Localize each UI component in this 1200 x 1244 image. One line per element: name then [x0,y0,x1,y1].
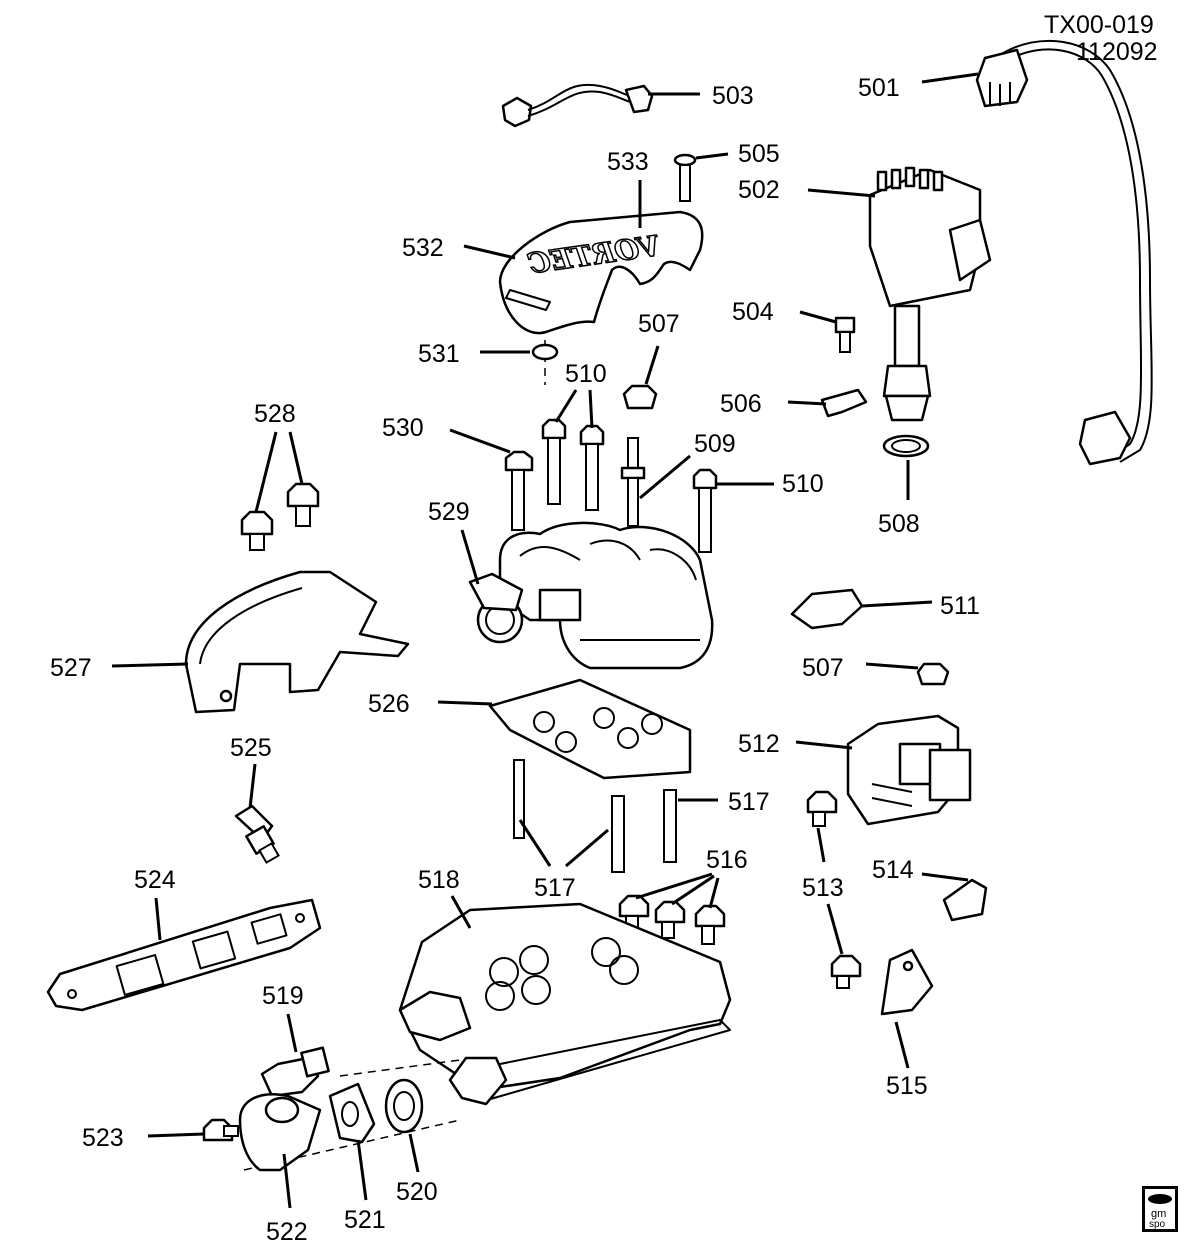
part-514-clip [921,872,988,922]
part-526-gasket [437,678,692,780]
callout-502: 502 [738,176,780,204]
callout-522: 522 [266,1218,308,1244]
callout-517-center: 517 [534,874,576,902]
emblem-spo-text: spo [1149,1219,1166,1230]
callout-518: 518 [418,866,460,894]
callout-505: 505 [738,140,780,168]
part-512-ignition-coil [795,714,972,826]
callout-503: 503 [712,82,754,110]
part-504-bolt [799,310,856,353]
callout-514: 514 [872,856,914,884]
callout-504: 504 [732,298,774,326]
part-515-bracket [880,948,934,1069]
callout-530: 530 [382,414,424,442]
part-503-plug-wire [501,83,700,128]
part-528-bolts [240,431,320,551]
part-513-bolt [806,790,862,989]
emblem-gm-text: gm [1151,1208,1166,1220]
part-502-distributor [807,166,992,422]
callout-533: 533 [607,148,649,176]
callout-531: 531 [418,340,460,368]
callout-529: 529 [428,498,470,526]
gm-spo-emblem: gm spo [1142,1186,1178,1232]
callout-523: 523 [82,1124,124,1152]
callout-524: 524 [134,866,176,894]
callout-512: 512 [738,730,780,758]
part-507-nut-lower [865,662,950,686]
part-509-stud [620,437,691,527]
part-510-bolts-pair [541,389,605,511]
part-520-thermostat [384,1078,424,1173]
callout-510-upper: 510 [565,360,607,388]
part-525-sensor [234,763,280,864]
callout-506: 506 [720,390,762,418]
callout-507-upper: 507 [638,310,680,338]
part-519-sensor [260,1013,330,1098]
part-529-upper-intake [460,521,714,670]
part-516-bolts [618,872,726,945]
part-518-lower-intake [398,895,732,1106]
callout-501: 501 [858,74,900,102]
callout-519: 519 [262,982,304,1010]
part-511-bracket [790,588,933,630]
part-508-gasket [882,434,930,500]
callout-520: 520 [396,1178,438,1206]
part-527-bracket [111,570,410,714]
part-510-bolt-right [692,468,774,553]
callout-516: 516 [706,846,748,874]
part-530-bolt [449,428,534,531]
part-517-studs [513,759,718,873]
part-523-bolt [147,1118,239,1142]
part-501-harness [921,39,1153,466]
part-524-gasket [46,897,322,1012]
part-532-engine-cover: VORTEC [498,210,704,385]
callout-515: 515 [886,1072,928,1100]
callout-511: 511 [940,592,980,620]
callout-528: 528 [254,400,296,428]
part-507-nut-upper [622,345,660,410]
callout-526: 526 [368,690,410,718]
callout-509: 509 [694,430,736,458]
callout-513: 513 [802,874,844,902]
callout-527: 527 [50,654,92,682]
callout-510-right: 510 [782,470,824,498]
part-505-screw [673,152,729,202]
callout-517-right: 517 [728,788,770,816]
callout-507-lower: 507 [802,654,844,682]
diagram-code: TX00-019 [1044,11,1154,39]
callout-525: 525 [230,734,272,762]
part-506-clamp [787,388,868,418]
part-531-grommet [480,343,559,361]
callout-508: 508 [878,510,920,538]
part-522-outlet [238,1093,322,1209]
callout-521: 521 [344,1206,386,1234]
part-521-gasket [328,1082,376,1201]
callout-532: 532 [402,234,444,262]
